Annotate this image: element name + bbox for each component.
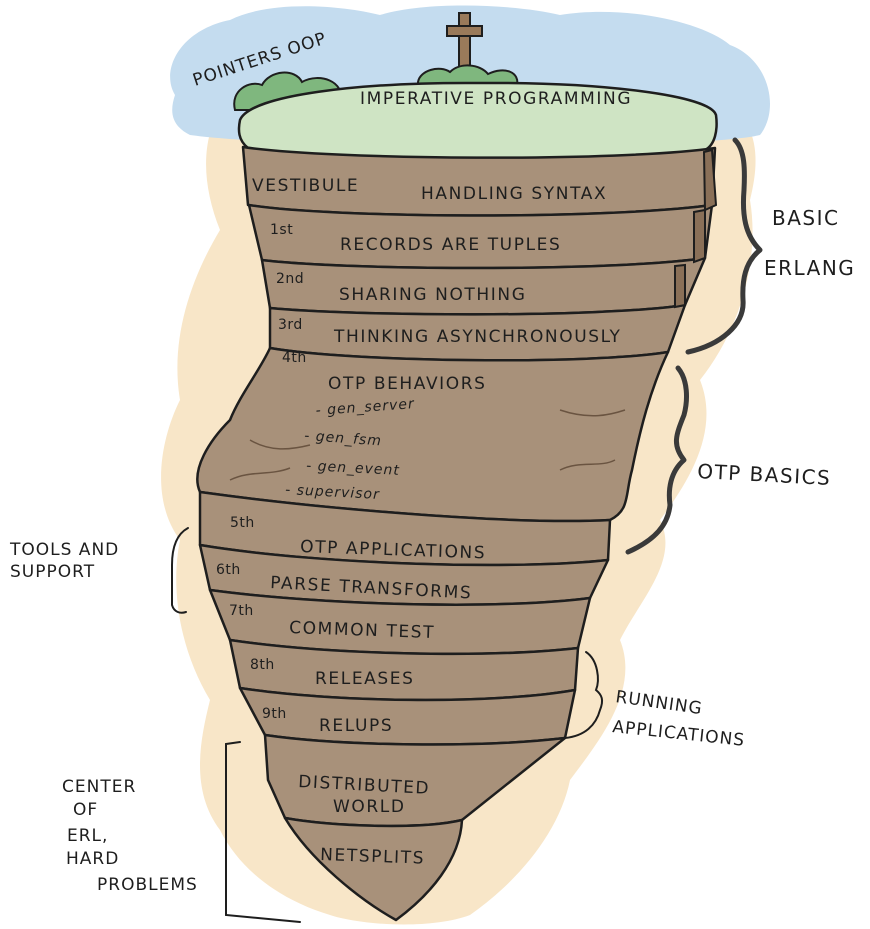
crack-1 [249,439,311,450]
rim-3 [674,263,686,309]
layer-7-number: 7th [229,603,254,619]
hard-label: HARD [66,849,119,869]
center-label: CENTER [62,777,136,797]
handling-syntax-label: HANDLING SYNTAX [421,184,607,204]
netsplits-label: NETSPLITS [320,845,426,869]
world-label: WORLD [333,797,406,817]
layer-6-number: 6th [216,562,241,578]
brace-basic-erlang [685,137,763,355]
erlang-label: ERLANG [764,256,855,280]
crack-4 [559,459,616,471]
gen-server-item: - gen_server [315,396,415,419]
brace-otp-basics [625,365,689,555]
crack-3 [229,467,291,481]
brace-running [564,651,604,739]
relups-label: RELUPS [319,716,393,736]
layer-3-number: 3rd [278,317,303,333]
layer-5-number: 5th [230,515,255,531]
records-are-tuples-label: RECORDS ARE TUPLES [340,235,561,255]
gen-event-item: - gen_event [306,458,400,479]
running-label: RUNNING [614,687,704,719]
bracket-center [225,741,301,923]
erl-label: ERL, [67,826,108,846]
layer-2-number: 2nd [276,271,304,287]
tools-and-label: TOOLS AND [9,540,119,560]
imperative-programming-label: IMPERATIVE PROGRAMMING [360,89,632,109]
support-label: SUPPORT [10,562,95,582]
gen-fsm-item: - gen_fsm [304,428,383,449]
rim-2 [693,208,706,264]
applications-label: APPLICATIONS [611,717,745,751]
of-label: OF [73,800,98,820]
brace-tools-support [171,527,189,614]
sharing-nothing-label: SHARING NOTHING [339,285,527,305]
layer-1-number: 1st [270,222,293,238]
thinking-asynchronously-label: THINKING ASYNCHRONOUSLY [333,327,621,347]
layer-8-number: 8th [250,657,275,673]
layer-4-number: 4th [282,350,307,366]
vestibule-label: VESTIBULE [252,176,359,196]
supervisor-item: - supervisor [285,482,381,503]
problems-label: PROBLEMS [97,875,198,895]
otp-basics-label: OTP BASICS [697,459,832,490]
layer-9-number: 9th [262,706,287,722]
releases-label: RELEASES [315,669,415,689]
layer-11 [283,816,464,922]
otp-behaviors-label: OTP BEHAVIORS [328,374,487,394]
crack-2 [559,409,626,417]
basic-label: BASIC [772,206,839,230]
